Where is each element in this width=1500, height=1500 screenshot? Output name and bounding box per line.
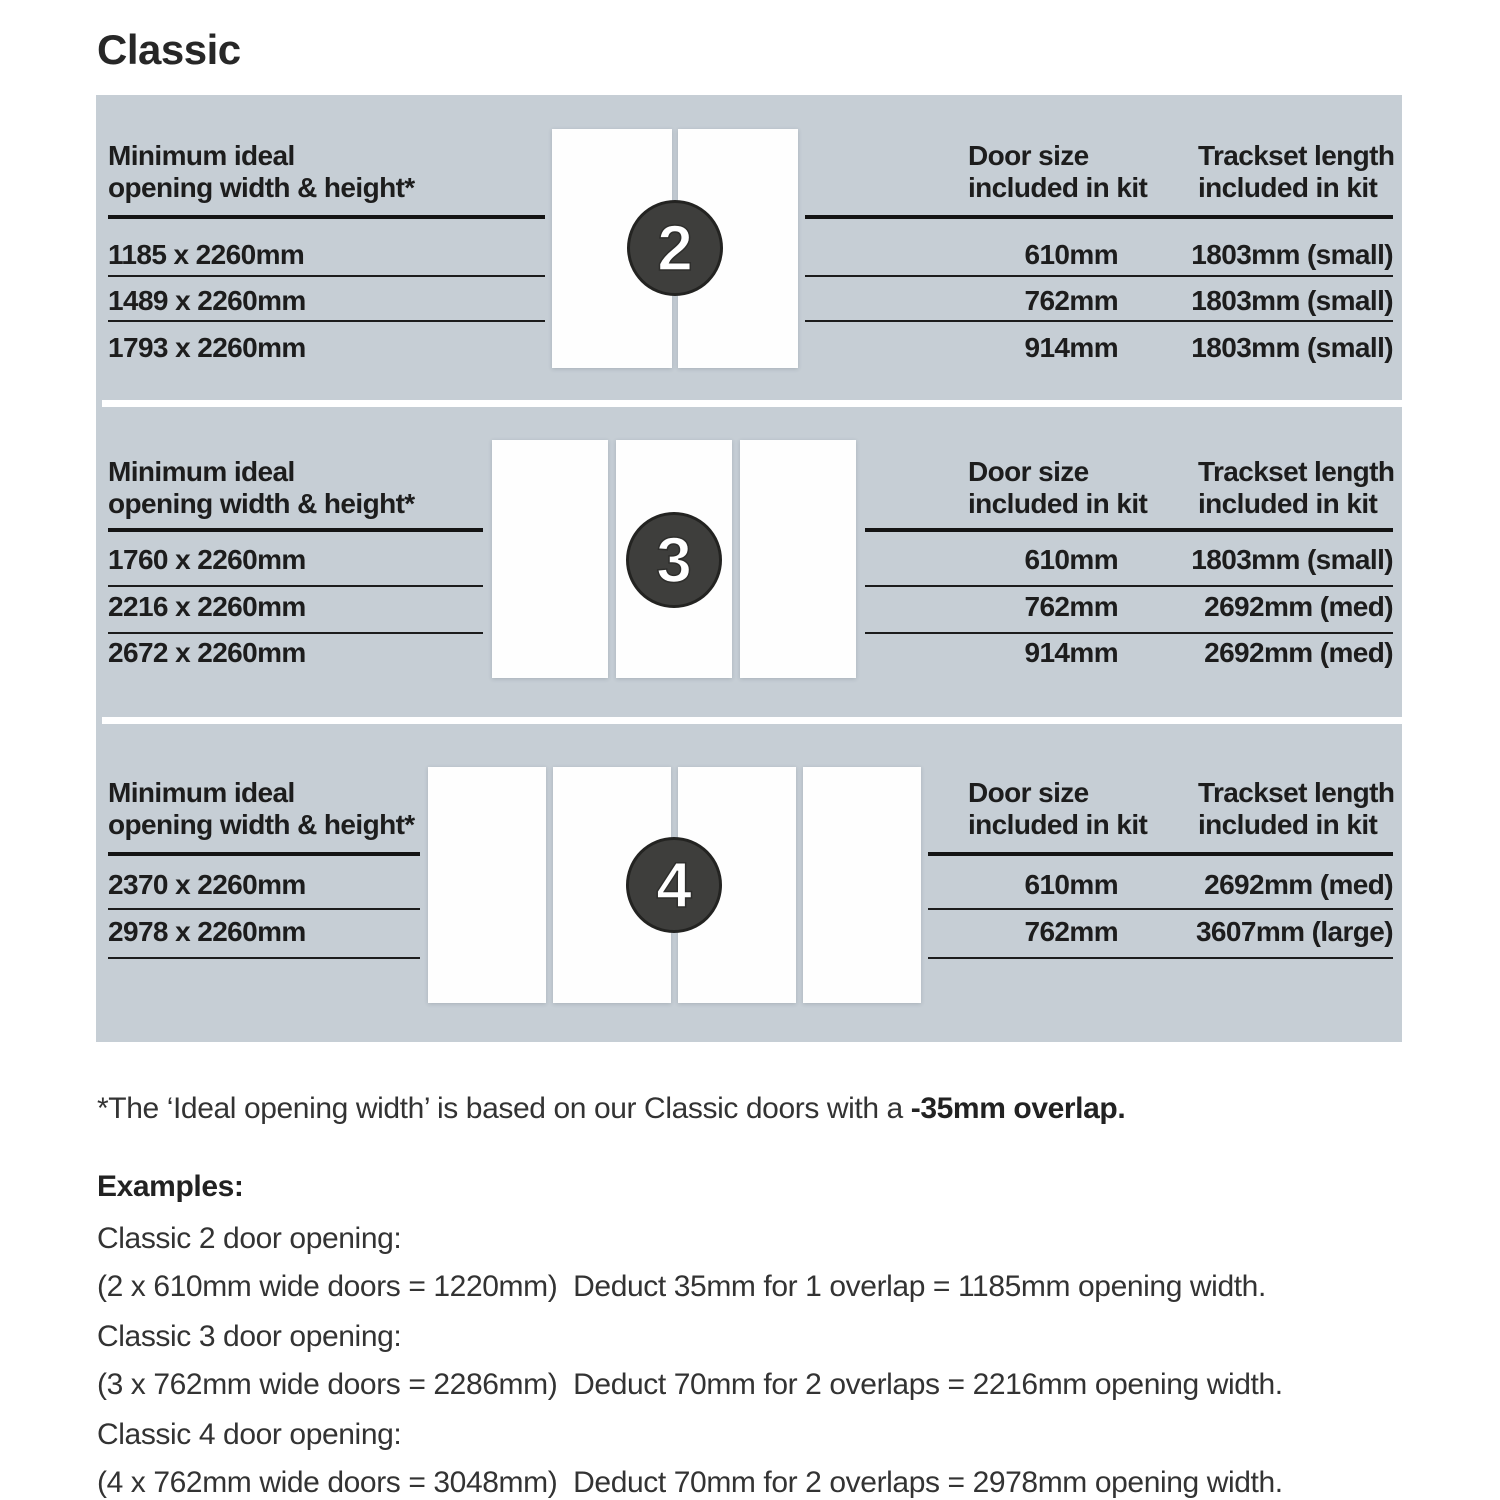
opening-size-value: 2978 x 2260mm (108, 916, 306, 947)
opening-size-value: 2672 x 2260mm (108, 637, 306, 668)
opening-size-value: 2216 x 2260mm (108, 591, 306, 622)
row-divider (865, 585, 1393, 587)
door-size-header: Door size included in kit (968, 140, 1148, 203)
header-rule (805, 215, 1393, 219)
trackset-value: 2692mm (med) (1204, 637, 1393, 668)
door-count-badge: 4 (626, 837, 722, 933)
header-rule (865, 528, 1393, 532)
trackset-value: 3607mm (large) (1195, 916, 1394, 947)
opening-size-value: 2370 x 2260mm (108, 869, 306, 900)
row-divider (928, 908, 1393, 910)
row-divider (108, 585, 483, 587)
door-size-value: 914mm (1024, 637, 1118, 668)
opening-size-value: 1793 x 2260mm (108, 332, 306, 363)
header-rule (108, 528, 483, 532)
trackset-value: 2692mm (med) (1204, 591, 1393, 622)
example-detail: (4 x 762mm wide doors = 3048mm) Deduct 7… (97, 1466, 1283, 1499)
row-divider (108, 632, 483, 634)
row-divider (108, 957, 420, 959)
trackset-value: 2692mm (med) (1204, 869, 1393, 900)
door-size-value: 610mm (1024, 239, 1118, 270)
trackset-length-header: Trackset length included in kit (1198, 140, 1395, 203)
examples-heading: Examples: (97, 1170, 244, 1203)
example-label: Classic 4 door opening: (97, 1418, 402, 1451)
example-label: Classic 2 door opening: (97, 1222, 402, 1255)
opening-size-header: Minimum ideal opening width & height* (108, 456, 415, 519)
door-count-badge: 2 (627, 200, 723, 296)
row-divider (108, 275, 545, 277)
row-divider (805, 275, 1393, 277)
trackset-length-header: Trackset length included in kit (1198, 456, 1395, 519)
door-illustration (740, 440, 856, 678)
door-size-value: 762mm (1024, 591, 1118, 622)
row-divider (108, 908, 420, 910)
door-size-header: Door size included in kit (968, 777, 1148, 840)
page-title: Classic (97, 26, 241, 73)
header-rule (108, 852, 420, 856)
opening-size-value: 1185 x 2260mm (108, 239, 305, 270)
door-size-value: 610mm (1024, 869, 1118, 900)
example-detail: (3 x 762mm wide doors = 2286mm) Deduct 7… (97, 1368, 1283, 1401)
row-divider (928, 957, 1393, 959)
door-size-header: Door size included in kit (968, 456, 1148, 519)
door-illustration (803, 767, 921, 1003)
door-illustration (492, 440, 608, 678)
overlap-footnote: *The ‘Ideal opening width’ is based on o… (97, 1092, 1126, 1126)
footnote-text: *The ‘Ideal opening width’ is based on o… (97, 1092, 911, 1125)
row-divider (108, 320, 545, 322)
row-divider (805, 320, 1393, 322)
trackset-value: 1803mm (small) (1191, 544, 1393, 575)
door-size-value: 762mm (1024, 916, 1118, 947)
example-detail: (2 x 610mm wide doors = 1220mm) Deduct 3… (97, 1270, 1266, 1303)
footnote-bold-text: -35mm overlap. (910, 1092, 1126, 1125)
header-rule (108, 215, 545, 219)
trackset-value: 1803mm (small) (1191, 285, 1393, 316)
trackset-value: 1803mm (small) (1191, 332, 1393, 363)
opening-size-value: 1489 x 2260mm (108, 285, 306, 316)
spec-panel: Minimum ideal opening width & height* 11… (96, 95, 1402, 1042)
trackset-length-header: Trackset length included in kit (1198, 777, 1395, 840)
section-separator (102, 400, 1402, 407)
door-size-value: 914mm (1024, 332, 1118, 363)
opening-size-value: 1760 x 2260mm (108, 544, 306, 575)
door-count-badge: 3 (626, 512, 722, 608)
door-illustration (428, 767, 546, 1003)
trackset-value: 1803mm (small) (1191, 239, 1393, 270)
section-separator (102, 717, 1402, 724)
door-size-value: 762mm (1024, 285, 1118, 316)
example-label: Classic 3 door opening: (97, 1320, 402, 1353)
opening-size-header: Minimum ideal opening width & height* (108, 140, 415, 203)
door-size-value: 610mm (1024, 544, 1118, 575)
header-rule (928, 852, 1393, 856)
opening-size-header: Minimum ideal opening width & height* (108, 777, 415, 840)
row-divider (865, 632, 1393, 634)
